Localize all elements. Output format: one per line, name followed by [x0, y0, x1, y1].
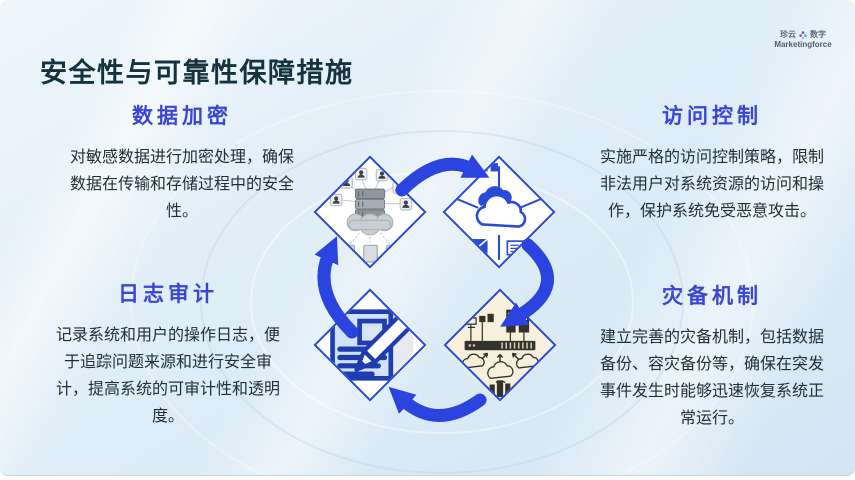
cycle-arrow-bottom	[388, 386, 487, 422]
section-body: 实施严格的访问控制策略，限制非法用户对系统资源的访问和操作，保护系统免受恶意攻击…	[599, 149, 824, 220]
cycle-arrow-top	[395, 154, 490, 197]
brand-name-en: Marketingforce	[774, 40, 832, 49]
brand-name-cn-left: 珍云	[780, 30, 796, 39]
section-body: 记录系统和用户的操作日志，便于追踪问题来源和进行安全审计，提高系统的可审计性和透…	[55, 327, 280, 425]
section-disaster-recovery: 灾备机制 建立完善的灾备机制，包括数据备份、容灾备份等，确保在突发事件发生时能够…	[596, 280, 828, 432]
diamond-tile-access-control	[442, 155, 556, 269]
section-heading: 日志审计	[118, 283, 218, 306]
section-heading: 访问控制	[662, 105, 762, 128]
brand-name-cn-right: 数字	[810, 30, 826, 39]
cycle-diagram	[290, 140, 590, 440]
section-heading: 灾备机制	[662, 285, 762, 308]
section-body: 建立完善的灾备机制，包括数据备份、容灾备份等，确保在突发事件发生时能够迅速恢复系…	[599, 329, 824, 427]
cycle-arrow-left	[314, 236, 359, 339]
section-data-encryption: 数据加密 对敏感数据进行加密处理，确保数据在传输和存储过程中的安全性。	[66, 100, 298, 225]
section-log-audit: 日志审计 记录系统和用户的操作日志，便于追踪问题来源和进行安全审计，提高系统的可…	[52, 278, 284, 430]
cycle-arrow-right	[500, 238, 555, 327]
brand-logo-icon	[799, 31, 807, 39]
cloud-network-icon	[447, 160, 551, 264]
page-title: 安全性与可靠性保障措施	[40, 58, 354, 89]
section-body: 对敏感数据进行加密处理，确保数据在传输和存储过程中的安全性。	[69, 149, 294, 220]
section-heading: 数据加密	[132, 105, 232, 128]
brand-logo: 珍云 数字 Marketingforce	[767, 30, 839, 50]
section-access-control: 访问控制 实施严格的访问控制策略，限制非法用户对系统资源的访问和操作，保护系统免…	[596, 100, 828, 225]
